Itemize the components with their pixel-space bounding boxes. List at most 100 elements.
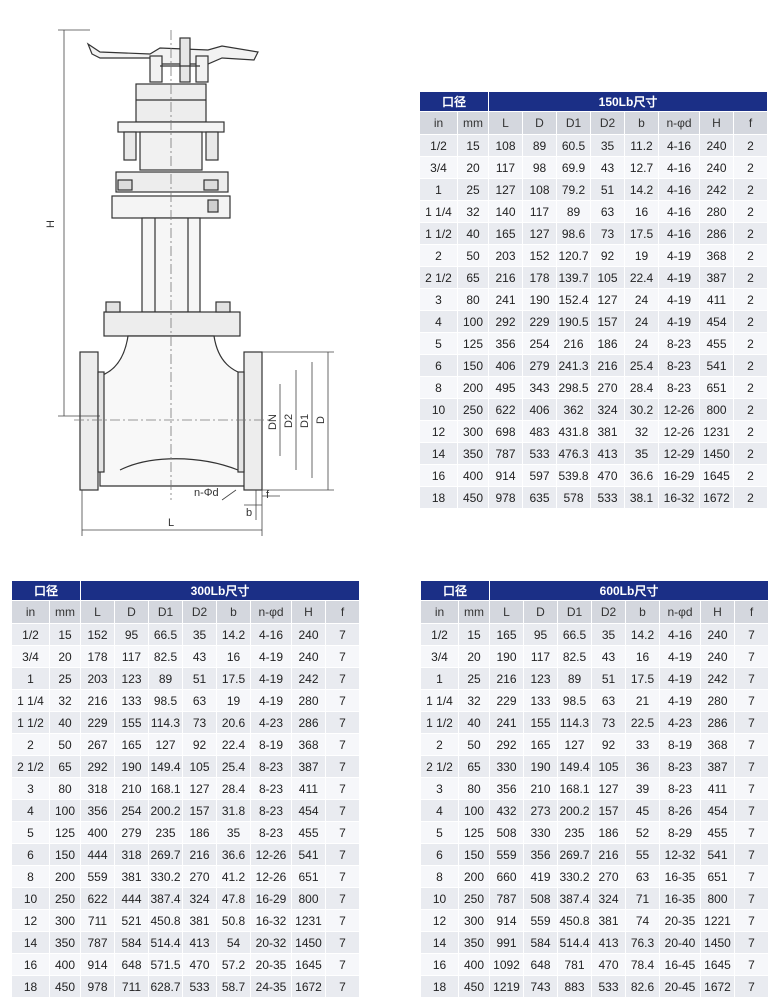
column-header: D1 — [556, 111, 591, 135]
table-cell: 51 — [591, 667, 626, 690]
table-cell: 47.8 — [216, 887, 251, 910]
table-cell: 200.2 — [148, 799, 183, 822]
table-cell: 240 — [699, 134, 734, 157]
table-cell: 1 — [12, 667, 50, 690]
table-cell: 270 — [590, 376, 625, 399]
table-cell: 743 — [523, 975, 558, 998]
table-cell: 8 — [420, 376, 458, 399]
table-cell: 270 — [182, 865, 217, 888]
table-cell: 15 — [49, 623, 81, 646]
table-cell: 387 — [699, 266, 734, 289]
table-cell: 2 — [733, 134, 768, 157]
table-cell: 350 — [458, 931, 490, 954]
table-cell: 73 — [591, 711, 626, 734]
table-cell: 1/2 — [12, 623, 50, 646]
table-cell: 250 — [457, 398, 489, 421]
table-cell: 17.5 — [216, 667, 251, 690]
table-cell: 7 — [325, 689, 360, 712]
table-cell: 125 — [457, 332, 489, 355]
table-cell: 330.2 — [148, 865, 183, 888]
column-header: b — [625, 600, 660, 624]
table-cell: 150 — [458, 843, 490, 866]
table-cell: 36.6 — [216, 843, 251, 866]
table-cell: 16-45 — [659, 953, 701, 976]
table-cell: 286 — [291, 711, 326, 734]
table-cell: 470 — [591, 953, 626, 976]
table-cell: 1645 — [700, 953, 735, 976]
table-cell: 16 — [624, 200, 659, 223]
table-cell: 787 — [80, 931, 115, 954]
table-cell: 35 — [216, 821, 251, 844]
table-cell: 455 — [699, 332, 734, 355]
table-cell: 15 — [458, 623, 490, 646]
table-cell: 20 — [49, 645, 81, 668]
table-cell: 2 — [12, 733, 50, 756]
table-cell: 5 — [421, 821, 459, 844]
table-cell: 242 — [700, 667, 735, 690]
table-cell: 298.5 — [556, 376, 591, 399]
table-cell: 476.3 — [556, 442, 591, 465]
table-cell: 152 — [80, 623, 115, 646]
table-cell: 133 — [114, 689, 149, 712]
table-cell: 2 1/2 — [12, 755, 50, 778]
table-cell: 387.4 — [557, 887, 592, 910]
table-cell: 242 — [291, 667, 326, 690]
table-cell: 12-26 — [250, 865, 292, 888]
table-cell: 406 — [488, 354, 523, 377]
table-cell: 7 — [734, 887, 769, 910]
table-cell: 286 — [700, 711, 735, 734]
table-cell: 651 — [291, 865, 326, 888]
column-header: D — [522, 111, 557, 135]
table-cell: 200 — [457, 376, 489, 399]
table-cell: 108 — [488, 134, 523, 157]
table-cell: 63 — [591, 689, 626, 712]
table-cell: 105 — [182, 755, 217, 778]
table-cell: 541 — [291, 843, 326, 866]
table-cell: 36 — [625, 755, 660, 778]
table-cell: 66.5 — [148, 623, 183, 646]
table-cell: 216 — [591, 843, 626, 866]
table-cell: 1 1/2 — [12, 711, 50, 734]
table-cell: 63 — [182, 689, 217, 712]
table-cell: 165 — [488, 222, 523, 245]
table-cell: 781 — [557, 953, 592, 976]
table-cell: 350 — [457, 442, 489, 465]
table-cell: 51 — [182, 667, 217, 690]
table-cell: 648 — [114, 953, 149, 976]
table-cell: 6 — [421, 843, 459, 866]
table-cell: 168.1 — [148, 777, 183, 800]
table-cell: 2 — [733, 222, 768, 245]
table-cell: 92 — [590, 244, 625, 267]
table-cell: 3 — [421, 777, 459, 800]
table-cell: 8-19 — [659, 733, 701, 756]
table-cell: 622 — [488, 398, 523, 421]
table-cell: 200 — [49, 865, 81, 888]
table-cell: 267 — [80, 733, 115, 756]
table-cell: 300 — [49, 909, 81, 932]
table-cell: 431.8 — [556, 420, 591, 443]
table-cell: 1672 — [291, 975, 326, 998]
table-cell: 28.4 — [624, 376, 659, 399]
table-cell: 150 — [49, 843, 81, 866]
table-cell: 8-23 — [250, 755, 292, 778]
table-cell: 216 — [556, 332, 591, 355]
table-cell: 32 — [457, 200, 489, 223]
table-cell: 2 — [733, 442, 768, 465]
table-cell: 1/2 — [421, 623, 459, 646]
table-cell: 10 — [421, 887, 459, 910]
table-cell: 1/2 — [420, 134, 458, 157]
